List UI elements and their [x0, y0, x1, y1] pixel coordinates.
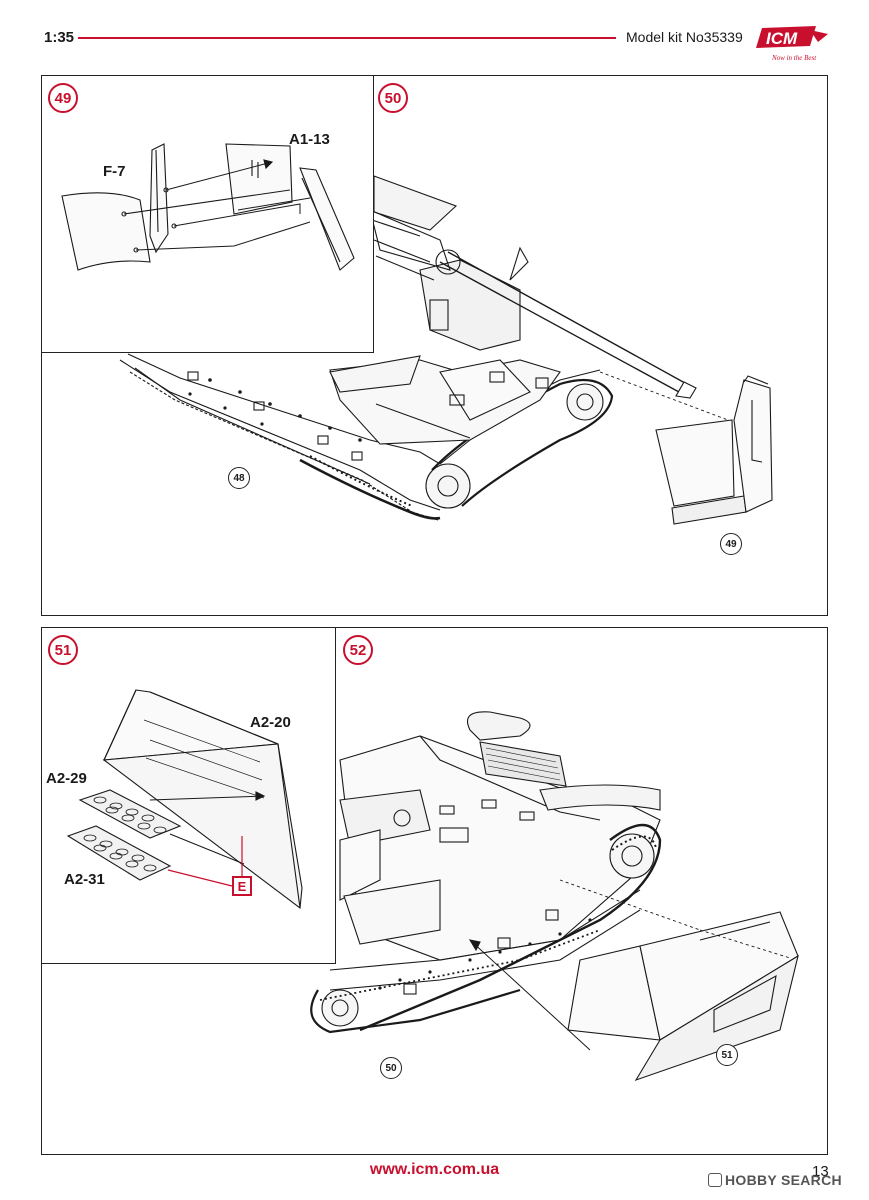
part-label-a1-13: A1-13 [289, 131, 330, 148]
ref-step-49-badge: 49 [720, 533, 742, 555]
footer-url: www.icm.com.ua [369, 1161, 500, 1178]
step-49-badge: 49 [48, 83, 78, 113]
part-label-a2-29: A2-29 [46, 770, 87, 787]
step-51-badge: 51 [48, 635, 78, 665]
page-header: 1:35 Model kit No35339 ICM Now in the Be… [0, 0, 869, 70]
step-50-badge: 50 [378, 83, 408, 113]
kit-number: Model kit No35339 [626, 29, 743, 45]
page-number: 13 [812, 1163, 829, 1180]
icm-logo: ICM Now in the Best [756, 26, 828, 62]
sprue-marker-e: E [232, 876, 252, 896]
scale-label: 1:35 [44, 29, 75, 46]
step-52-badge: 52 [343, 635, 373, 665]
svg-text:ICM: ICM [766, 29, 798, 48]
part-label-a2-31: A2-31 [64, 871, 105, 888]
ref-step-48-badge: 48 [228, 467, 250, 489]
ref-step-50-badge: 50 [380, 1057, 402, 1079]
watermark: HOBBY SEARCH [708, 1172, 842, 1188]
header-rule [78, 37, 616, 39]
part-label-f-7: F-7 [103, 163, 126, 180]
chassis-drawing-top [119, 175, 773, 525]
svg-text:Now in the Best: Now in the Best [771, 54, 817, 62]
ref-step-51-badge: 51 [716, 1044, 738, 1066]
part-label-a2-20: A2-20 [250, 714, 291, 731]
watermark-icon [708, 1173, 722, 1187]
watermark-text: HOBBY SEARCH [725, 1172, 842, 1188]
